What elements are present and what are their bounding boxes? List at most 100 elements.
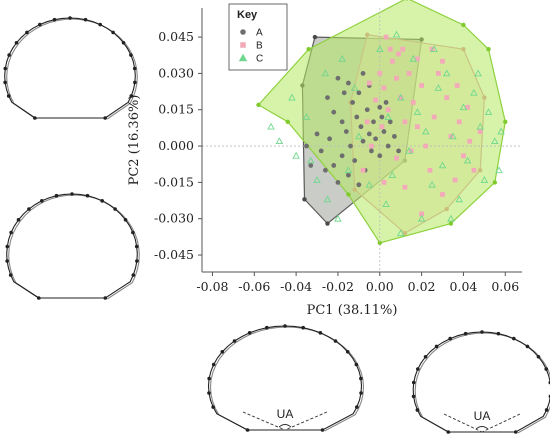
point-a [371,119,376,125]
point-c [413,108,422,115]
point-a [346,172,351,178]
legend-marker-b [240,42,246,48]
landmark-dot [5,244,10,249]
landmark-dot [359,391,363,395]
outline-top-left [3,16,138,120]
point-c [428,180,436,188]
point-b [381,85,387,91]
point-c [321,69,330,77]
point-c [459,103,468,111]
point-c [396,93,405,101]
point-c [470,88,478,96]
point-b [461,153,466,159]
outline-shadow [6,18,138,120]
landmark-dot [211,362,216,367]
point-a [387,119,393,125]
legend-label-a: A [256,28,263,39]
hull-vertex [325,221,330,226]
landmark-dot [27,207,31,211]
x-tick-label: 0.04 [450,279,478,294]
point-b [360,167,366,173]
y-tick-label: -0.030 [154,211,194,226]
legend-label-c: C [256,54,263,65]
landmark-dot [333,339,338,343]
point-c [323,195,332,203]
point-b [440,192,445,197]
outline-middle-left [5,192,140,300]
point-c [384,113,392,120]
point-a [339,153,345,159]
hull-vertex [302,197,307,202]
hull-vertex [503,119,508,125]
landmark-dot [3,80,7,85]
landmark-dot [133,80,137,85]
landmark-dot [411,394,416,399]
point-b [383,34,389,40]
point-a [360,138,366,144]
landmark-dot [434,344,439,349]
landmark-dot [121,40,126,45]
landmark-dot [129,53,133,57]
landmark-dot [111,30,115,35]
outline-shadow [8,194,140,300]
point-a [331,109,337,115]
landmark-dot [513,430,518,434]
point-c [392,30,401,38]
ua-line-right [481,413,521,433]
y-tick-label: 0.030 [158,65,194,80]
point-a [373,136,378,142]
point-c [476,122,484,130]
point-c [388,171,397,178]
ua-line-left [242,411,286,431]
landmark-dot [123,217,128,222]
point-b [373,97,378,103]
landmark-dot [301,325,306,330]
point-c [442,69,451,77]
outline-path [6,193,138,299]
point-b [381,179,387,185]
landmark-dot [3,66,8,71]
point-c [449,132,457,140]
hull-vertex [405,0,409,1]
y-tick-label: -0.015 [154,174,194,189]
point-a [383,100,389,105]
point-a [335,75,341,81]
point-b [419,211,425,217]
landmark-dot [345,349,350,354]
landmark-dot [496,331,501,336]
point-c [455,195,464,203]
y-tick-label: 0.045 [158,29,194,44]
point-c [338,54,346,62]
landmark-dot [113,207,117,211]
convex-hulls [256,0,508,246]
point-b [427,167,433,173]
point-a [350,100,355,105]
point-a [396,148,402,154]
landmark-dot [415,367,420,371]
point-b [394,155,399,161]
point-c [417,214,426,222]
point-c [334,214,342,222]
x-tick-label: 0.00 [366,279,394,294]
landmark-dot [134,244,139,249]
landmark-dot [245,428,250,432]
outline-path [4,17,136,119]
point-a [356,182,362,188]
point-b [389,58,395,64]
point-a [304,143,309,149]
landmark-dot [355,405,359,409]
point-a [327,136,332,142]
x-axis-title: PC1 (38.11%) [307,303,398,318]
legend: Key ABC [228,3,288,71]
point-a [364,107,370,113]
point-a [339,119,345,125]
landmark-dot [211,405,215,409]
outline-shadow [209,326,365,432]
landmark-dot [16,217,21,222]
point-a [358,124,364,130]
point-b [454,83,460,88]
point-a [379,114,385,120]
point-b [379,124,385,130]
hull-vertex [306,46,311,52]
